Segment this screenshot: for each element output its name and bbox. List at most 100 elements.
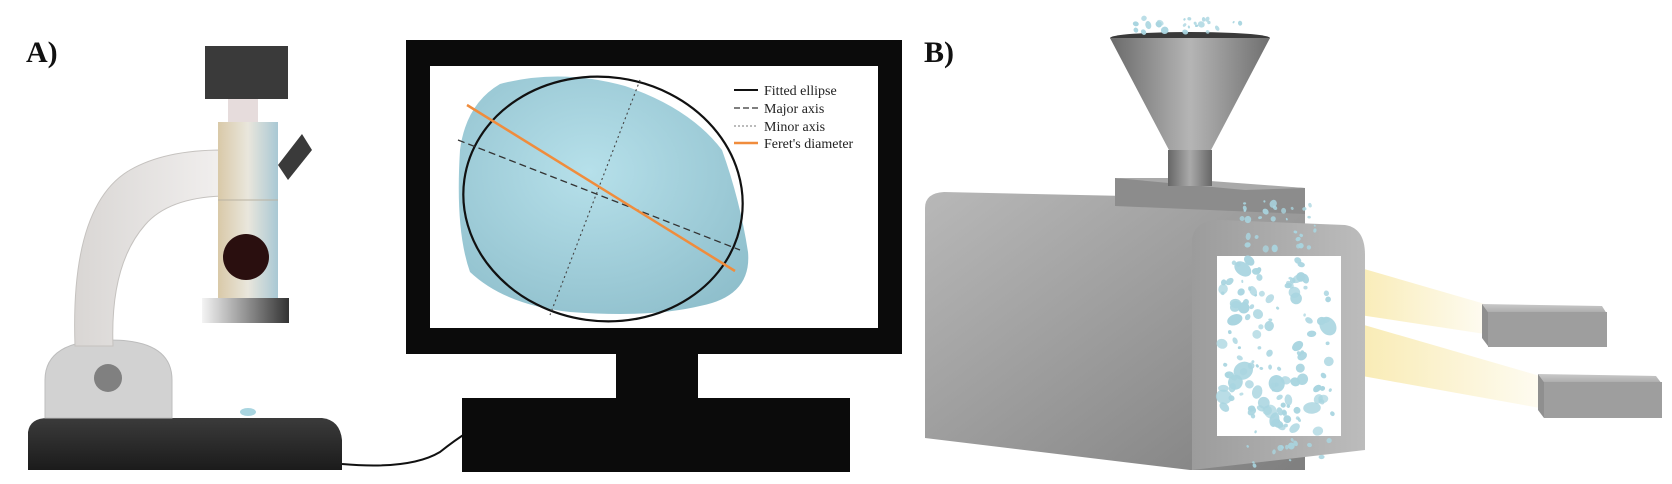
particle [1258,324,1264,330]
particle [1292,340,1304,352]
particle [1303,285,1308,290]
particle [1243,202,1247,205]
particle [1289,423,1300,433]
major-axis [457,139,741,251]
particle [1297,417,1301,422]
particle [1243,209,1247,212]
particle [1305,317,1313,324]
particle [1239,392,1244,396]
particle [1290,292,1302,305]
particle [1160,26,1169,35]
particle [1228,382,1236,393]
particle [1288,276,1292,280]
particle [1141,30,1146,35]
particle [1295,236,1301,242]
panel-a-label: A) [26,36,58,69]
sensor-upper [1482,304,1607,347]
particle [1272,205,1278,211]
particle [1292,274,1304,284]
particle [1194,24,1199,28]
particle [1328,388,1332,392]
particle [1295,243,1301,249]
particle [1281,207,1287,214]
particle [1254,235,1259,239]
particle [1237,288,1245,296]
particle [1244,215,1252,224]
particle [1277,366,1282,371]
particle [1266,349,1273,357]
particle [1270,216,1276,222]
particle [1247,407,1257,416]
particle [1277,424,1286,431]
particle-image [458,76,749,315]
particle [1223,362,1228,367]
particle [1197,21,1205,28]
funnel [1110,38,1270,152]
particle [1272,449,1276,455]
particle [1214,25,1220,31]
particle [1259,366,1264,370]
legend-label-major-axis: Major axis [764,102,824,117]
particle [1280,402,1286,408]
particle [1262,208,1269,215]
particle [1239,216,1245,221]
particle [1312,426,1324,436]
particle [1281,410,1287,416]
particle [1306,245,1312,250]
particle [1221,291,1225,296]
particle [1257,346,1262,350]
particle [1323,290,1330,297]
monitor-stand [616,354,698,398]
particle [1318,394,1329,403]
funnel-neck [1168,150,1212,186]
particle [1288,459,1292,462]
particle [1276,394,1283,400]
particle [1237,20,1243,26]
particle [1313,228,1317,233]
particle [1249,304,1255,310]
particle [1284,282,1292,289]
particle [1246,445,1249,448]
particle [1330,411,1335,417]
particle [1238,302,1250,314]
panel-b-label: B) [924,36,954,69]
particle [1284,394,1293,406]
particle [1225,277,1234,286]
particle [1325,341,1330,346]
particle [1232,337,1238,345]
cable [341,431,469,467]
particle [1302,207,1307,211]
particle [1218,283,1228,295]
particle [1201,17,1206,22]
particle [1215,389,1232,405]
fitted-ellipse [462,75,744,323]
light-beam-lower [1340,318,1540,408]
particle [1325,296,1331,303]
particle [1263,200,1266,203]
particle [1249,286,1258,296]
particle [1297,261,1305,268]
particle [1318,454,1325,460]
particle [1245,232,1251,241]
legend: Fitted ellipse Major axis Minor axis Fer… [734,84,854,152]
particle [1251,385,1263,399]
particle [1257,396,1270,409]
particle [1313,224,1316,227]
minor-axis [549,79,641,316]
particle [1156,19,1164,26]
particle [1141,15,1147,21]
particle [1182,23,1187,27]
particle [1319,385,1326,391]
particle [1301,273,1310,284]
particle [1307,442,1312,448]
particle [1265,294,1275,304]
particle [1252,267,1261,275]
particle [1216,338,1228,349]
particle [1252,461,1255,464]
eyepiece [278,134,312,180]
particle [1145,21,1152,30]
sample-droplet [240,408,256,416]
particle [1285,217,1288,221]
particle [1268,364,1273,370]
